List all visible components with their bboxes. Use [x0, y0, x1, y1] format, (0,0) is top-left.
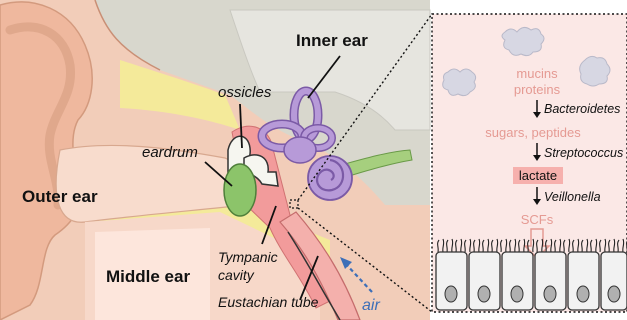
eustachian-tube-label: Eustachian tube: [218, 294, 319, 310]
eardrum-label: eardrum: [142, 144, 198, 161]
scfs-label: SCFs: [521, 212, 554, 227]
cilia-layer: [436, 238, 627, 253]
microbial-pathway-panel: mucins proteins Bacteroidetes sugars, pe…: [432, 14, 627, 312]
lactate-label: lactate: [519, 168, 557, 183]
mucins-label: mucins: [516, 66, 558, 81]
epithelial-cells: [436, 252, 627, 310]
sugars-peptides-label: sugars, peptides: [485, 125, 581, 140]
middle-ear-label: Middle ear: [106, 267, 190, 286]
eardrum-shape: [224, 164, 256, 216]
bacteroidetes-label: Bacteroidetes: [544, 102, 620, 116]
tympanic-cavity-label-line1: Tympanic: [218, 249, 278, 265]
veillonella-label: Veillonella: [544, 190, 601, 204]
air-label: air: [362, 297, 380, 314]
streptococcus-label: Streptococcus: [544, 146, 623, 160]
inner-ear-label: Inner ear: [296, 31, 368, 50]
tympanic-cavity-label-line2: cavity: [218, 267, 255, 283]
proteins-label: proteins: [514, 82, 561, 97]
outer-ear-label: Outer ear: [22, 187, 98, 206]
ossicles-label: ossicles: [218, 84, 272, 101]
